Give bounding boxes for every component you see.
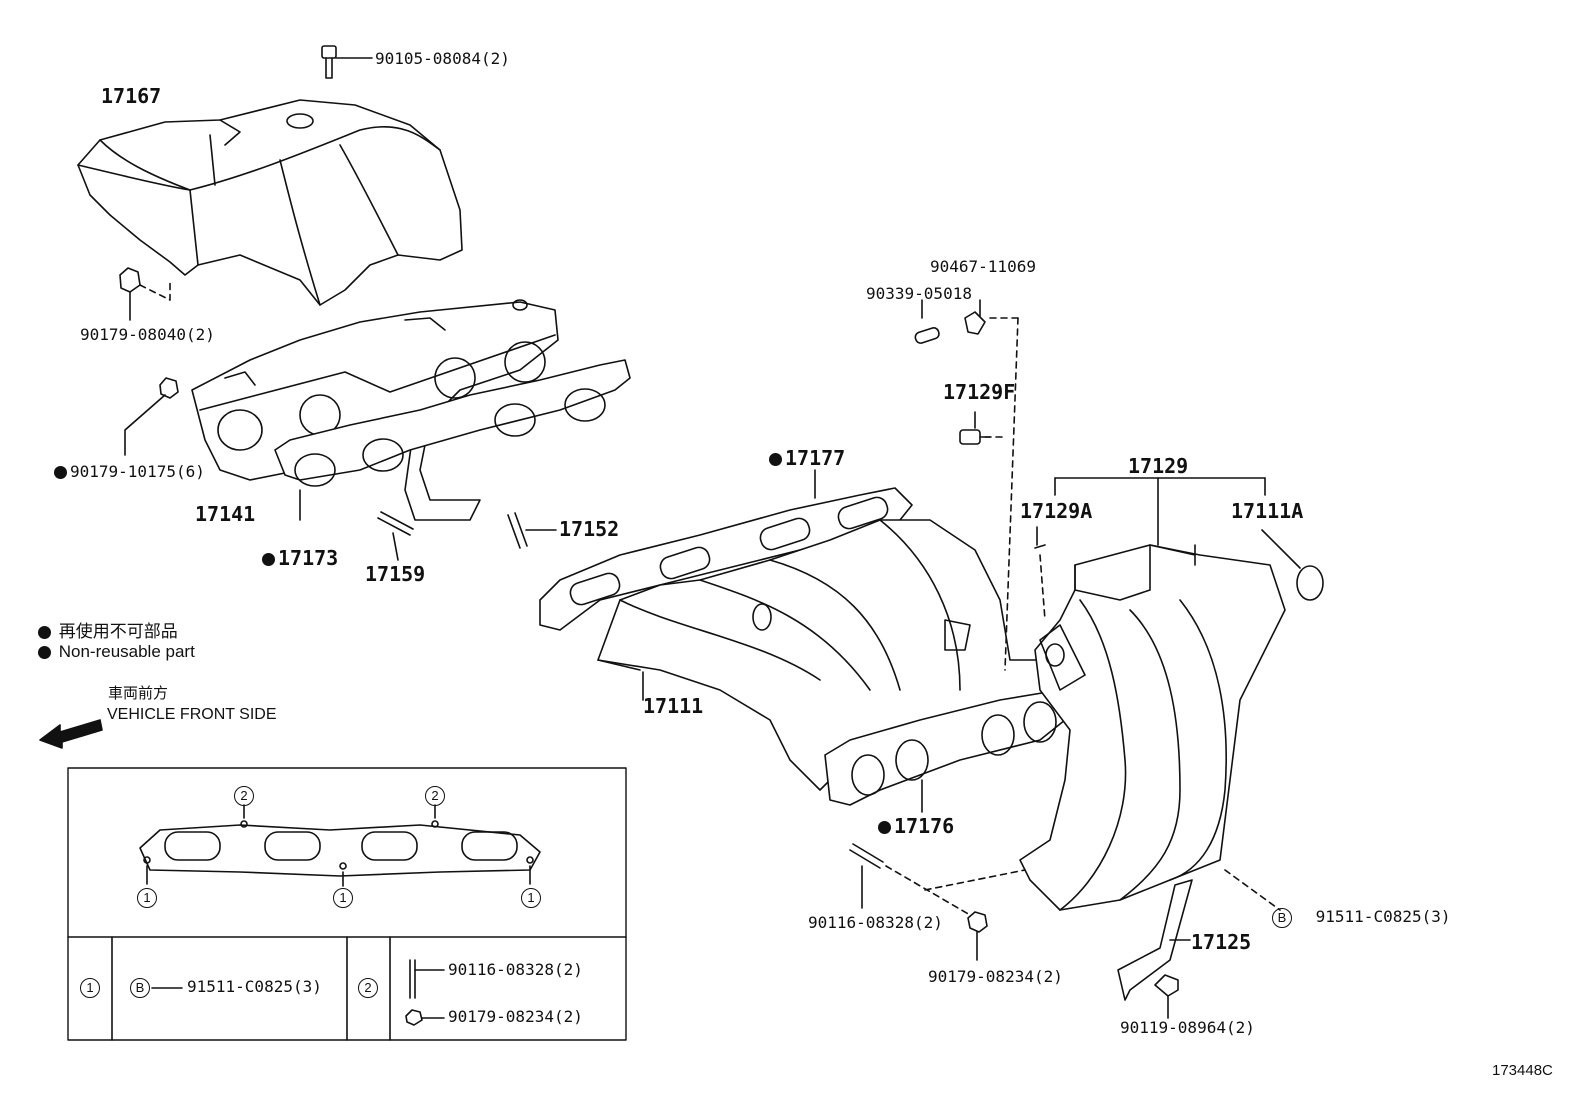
label-17111A: 17111A: [1231, 499, 1304, 523]
inset-marker-1-right: 1: [521, 887, 541, 908]
label-17125: 17125: [1191, 930, 1252, 954]
inset-box: [67, 767, 627, 1041]
label-17111: 17111: [643, 694, 704, 718]
bolt-91511-drawing: [1224, 869, 1281, 911]
inset-marker-1-left: 1: [137, 887, 157, 908]
inset-row1-part: 91511-C0825(3): [187, 977, 322, 996]
intake-gasket-17177-drawing: [539, 469, 913, 631]
inset-row2-part-a: 90116-08328(2): [448, 960, 583, 979]
inset-marker-2-left: 2: [234, 785, 254, 806]
inset-marker-2-right: 2: [425, 785, 445, 806]
stud-17159-drawing: [377, 511, 414, 561]
non-reusable-dot-icon: [262, 553, 275, 566]
inset-marker-1-mid: 1: [333, 887, 353, 908]
label-17177: 17177: [769, 446, 845, 470]
bolt-90105-drawing: [321, 45, 373, 79]
label-90467-11069: 90467-11069: [930, 257, 1036, 276]
label-90119-08964: 90119-08964(2): [1120, 1018, 1255, 1037]
inset-row2-part-b: 90179-08234(2): [448, 1007, 583, 1026]
legend-en: Non-reusable part: [38, 642, 195, 662]
sensor-parts-drawing: [914, 299, 1046, 671]
label-90179-08234: 90179-08234(2): [928, 967, 1063, 986]
inset-row1-b-marker: B: [130, 977, 150, 998]
non-reusable-dot-icon: [54, 466, 67, 479]
label-17129F: 17129F: [943, 380, 1016, 404]
label-17176: 17176: [878, 814, 954, 838]
vehicle-front-arrow: [39, 719, 103, 749]
label-17167: 17167: [101, 84, 162, 108]
non-reusable-dot-icon: [878, 821, 891, 834]
stud-17152-drawing: [507, 512, 557, 549]
label-17129: 17129: [1128, 454, 1189, 478]
non-reusable-dot-icon: [38, 646, 51, 660]
label-90105-08084: 90105-08084(2): [375, 49, 510, 68]
label-90179-10175: 90179-10175(6): [54, 462, 205, 481]
label-17141: 17141: [195, 502, 256, 526]
inset-row1-marker: 1: [80, 977, 100, 998]
label-17129A: 17129A: [1020, 499, 1093, 523]
label-91511-c0825: B 91511-C0825(3): [1272, 907, 1451, 928]
plenum-drawing: [1019, 477, 1324, 911]
heat-insulator-drawing: [77, 99, 463, 306]
legend-jp: 再使用不可部品: [38, 617, 178, 642]
stud-90116-drawing: [849, 843, 1026, 916]
stay-17125-drawing: [1117, 879, 1193, 1019]
label-90116-08328: 90116-08328(2): [808, 913, 943, 932]
label-90179-08040: 90179-08040(2): [80, 325, 215, 344]
nut-90179-08040-drawing: [119, 267, 171, 321]
label-17152: 17152: [559, 517, 620, 541]
front-label-en: VEHICLE FRONT SIDE: [107, 706, 277, 723]
label-17173: 17173: [262, 546, 338, 570]
intake-gasket-17176-drawing: [824, 689, 1066, 813]
label-90339-05018: 90339-05018: [866, 284, 972, 303]
front-label-jp: 車両前方: [108, 685, 169, 702]
marker-b-icon: B: [1272, 907, 1292, 928]
label-17159: 17159: [365, 562, 426, 586]
nut-90179-08234-drawing: [967, 911, 988, 961]
exhaust-gasket-drawing: [274, 359, 631, 521]
inset-row2-marker: 2: [358, 977, 378, 998]
nut-90179-10175-drawing: [124, 377, 179, 456]
non-reusable-dot-icon: [769, 453, 782, 466]
non-reusable-dot-icon: [38, 626, 51, 640]
figure-id: 173448C: [1492, 1062, 1553, 1079]
